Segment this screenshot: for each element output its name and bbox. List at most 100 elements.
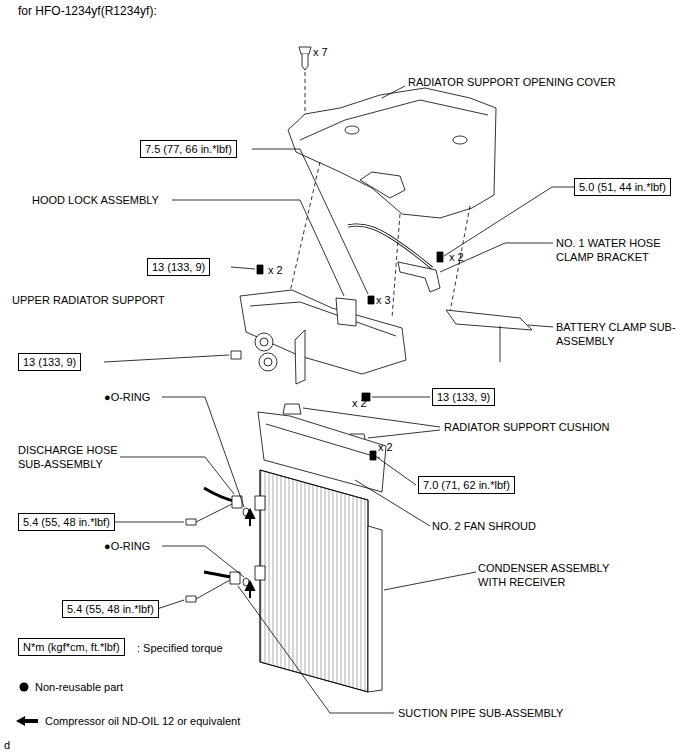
clip-head bbox=[299, 47, 311, 54]
cover-recess bbox=[360, 172, 405, 198]
horn bbox=[260, 338, 268, 346]
part-label: NO. 1 WATER HOSE CLAMP BRACKET bbox=[556, 236, 668, 264]
battery-clamp-rod bbox=[500, 326, 501, 362]
horn bbox=[255, 333, 273, 351]
guide-line bbox=[392, 214, 400, 318]
leader-line bbox=[114, 522, 184, 523]
oil-arrow bbox=[246, 582, 254, 598]
bolt bbox=[370, 451, 376, 460]
leader-line bbox=[238, 586, 394, 713]
leader-line bbox=[372, 397, 430, 398]
part-label: DISCHARGE HOSE SUB-ASSEMBLY bbox=[18, 443, 138, 471]
torque-box: 5.4 (55, 48 in.*lbf) bbox=[62, 600, 159, 618]
fitting bbox=[255, 566, 265, 580]
arrow-symbol bbox=[16, 716, 38, 726]
battery-clamp bbox=[446, 310, 532, 330]
part-label: HOOD LOCK ASSEMBLY bbox=[32, 193, 159, 207]
part-label: x 2 bbox=[352, 396, 367, 410]
torque-value: 13 (133, 9) bbox=[23, 355, 76, 369]
bolt bbox=[437, 252, 443, 262]
torque-box: 7.5 (77, 66 in.*lbf) bbox=[140, 140, 237, 158]
torque-value: 7.0 (71, 62 in.*lbf) bbox=[423, 478, 510, 492]
torque-box: 5.4 (55, 48 in.*lbf) bbox=[18, 513, 115, 531]
legend-item: Non-reusable part bbox=[18, 680, 123, 694]
leader-line bbox=[384, 572, 476, 590]
opening-cover bbox=[288, 88, 496, 218]
part-label: SUCTION PIPE SUB-ASSEMBLY bbox=[398, 706, 563, 720]
part-label: BATTERY CLAMP SUB-ASSEMBLY bbox=[556, 320, 676, 348]
leader-line bbox=[378, 458, 416, 485]
bolt-shaft bbox=[196, 580, 230, 599]
oil-arrow bbox=[246, 510, 254, 526]
leader-line bbox=[528, 325, 553, 327]
water-hose bbox=[348, 225, 432, 268]
bolt bbox=[186, 519, 196, 525]
bolt bbox=[186, 596, 196, 602]
torque-value: 13 (133, 9) bbox=[152, 260, 205, 274]
leader-line bbox=[252, 149, 368, 294]
bolt-shaft bbox=[196, 504, 232, 522]
cover-edge bbox=[300, 100, 488, 140]
condenser bbox=[260, 470, 368, 692]
guide-line bbox=[305, 72, 306, 118]
torque-value: 13 (133, 9) bbox=[437, 390, 490, 404]
shroud-edge bbox=[266, 424, 380, 458]
leader-line bbox=[231, 267, 255, 269]
part-label: x 2 bbox=[378, 440, 393, 454]
hose-bracket bbox=[398, 262, 440, 292]
part-label: ●O-RING bbox=[104, 390, 150, 404]
part-label: UPPER RADIATOR SUPPORT bbox=[12, 293, 165, 307]
support-leg bbox=[295, 330, 305, 384]
torque-value: 5.4 (55, 48 in.*lbf) bbox=[23, 515, 110, 529]
upper-radiator-support bbox=[240, 290, 406, 374]
bolt bbox=[231, 351, 241, 359]
support-edge bbox=[250, 302, 396, 336]
torque-box: 5.0 (51, 44 in.*lbf) bbox=[574, 178, 671, 196]
leader-line bbox=[444, 187, 574, 256]
torque-box: 13 (133, 9) bbox=[432, 388, 495, 406]
part-label: d bbox=[4, 738, 10, 752]
part-label: ●O-RING bbox=[104, 539, 150, 553]
clip bbox=[299, 47, 311, 70]
leader-line bbox=[172, 200, 344, 296]
leader-line bbox=[382, 86, 405, 98]
leader-line bbox=[120, 457, 234, 494]
torque-value: 5.0 (51, 44 in.*lbf) bbox=[579, 180, 666, 194]
torque-value: 7.5 (77, 66 in.*lbf) bbox=[145, 142, 232, 156]
receiver bbox=[368, 526, 382, 692]
legend-text: Non-reusable part bbox=[35, 680, 123, 694]
pipe-flange bbox=[230, 572, 240, 584]
torque-box: 7.0 (71, 62 in.*lbf) bbox=[418, 476, 515, 494]
leader-line bbox=[162, 546, 244, 577]
torque-box: N*m (kgf*cm, ft.*lbf) bbox=[18, 638, 125, 656]
leader-line bbox=[104, 355, 229, 362]
part-label: CONDENSER ASSEMBLY WITH RECEIVER bbox=[478, 561, 618, 589]
leader-line bbox=[368, 430, 440, 438]
leader-line bbox=[440, 243, 553, 272]
title: for HFO-1234yf(R1234yf): bbox=[18, 4, 157, 18]
horn bbox=[259, 353, 277, 371]
hood-lock bbox=[336, 298, 356, 326]
torque-box: 13 (133, 9) bbox=[147, 258, 210, 276]
torque-value: N*m (kgf*cm, ft.*lbf) bbox=[23, 640, 120, 654]
part-label: NO. 2 FAN SHROUD bbox=[432, 519, 536, 533]
part-label: x 3 bbox=[376, 293, 391, 307]
part-label: RADIATOR SUPPORT CUSHION bbox=[444, 420, 609, 434]
legend-text: Compressor oil ND-OIL 12 or equivalent bbox=[45, 714, 240, 728]
legend-item: Compressor oil ND-OIL 12 or equivalent bbox=[14, 714, 240, 728]
fitting bbox=[255, 496, 265, 510]
part-label: RADIATOR SUPPORT OPENING COVER bbox=[408, 75, 616, 89]
torque-value: 5.4 (55, 48 in.*lbf) bbox=[67, 602, 154, 616]
bolt bbox=[257, 265, 263, 274]
condenser-outline bbox=[260, 470, 368, 692]
leader-line bbox=[157, 600, 184, 609]
dot-symbol bbox=[20, 683, 29, 692]
cushion bbox=[283, 404, 301, 414]
part-label: x 2 bbox=[449, 250, 464, 264]
horn bbox=[264, 358, 272, 366]
clip-shaft bbox=[302, 54, 308, 70]
legend-dot bbox=[18, 681, 30, 693]
legend-arrow bbox=[14, 715, 40, 727]
leader-line bbox=[303, 408, 440, 427]
